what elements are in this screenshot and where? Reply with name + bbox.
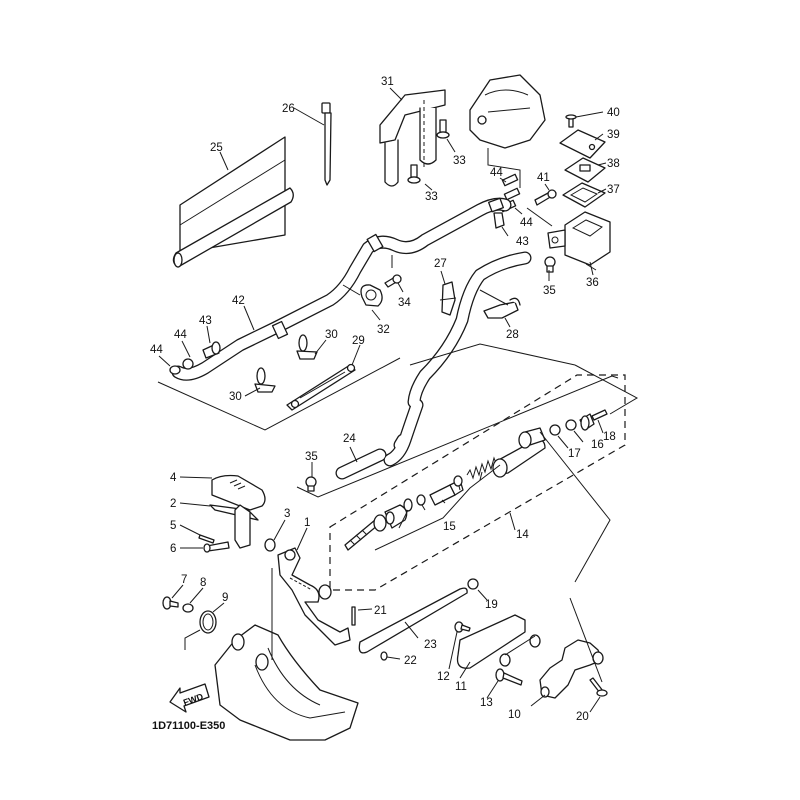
- label-37: 37: [607, 184, 620, 196]
- label-35b: 35: [305, 451, 318, 463]
- mount-casting: [214, 568, 359, 741]
- fwd-arrow: FWD: [169, 683, 210, 713]
- label-24: 24: [343, 433, 356, 445]
- part-41-bolt: [534, 189, 557, 206]
- label-23: 23: [424, 639, 437, 651]
- label-7: 7: [181, 574, 187, 586]
- part-30-clips: [254, 334, 318, 393]
- label-44b: 44: [150, 344, 163, 356]
- part-12-bolt: [454, 621, 471, 633]
- label-28: 28: [506, 329, 519, 341]
- label-3: 3: [284, 508, 290, 520]
- label-25: 25: [210, 142, 223, 154]
- label-34: 34: [398, 297, 411, 309]
- part-10-lever-bracket: [539, 639, 604, 699]
- label-42: 42: [232, 295, 245, 307]
- label-1: 1: [304, 517, 310, 529]
- pedal-assembly: [209, 474, 266, 549]
- label-6: 6: [170, 543, 176, 555]
- label-36: 36: [586, 277, 599, 289]
- label-26: 26: [282, 103, 295, 115]
- part-28-clip: [483, 297, 521, 319]
- part-35-clamps: [305, 256, 556, 492]
- part-33-bolts: [407, 119, 450, 184]
- part-22-washer: [380, 651, 388, 661]
- label-41: 41: [537, 172, 550, 184]
- part-20-bolt: [589, 677, 608, 697]
- part-19-nut: [467, 578, 479, 590]
- label-10: 10: [508, 709, 521, 721]
- label-44a: 44: [174, 329, 187, 341]
- label-21: 21: [374, 605, 387, 617]
- parts-7-8-9: [162, 596, 217, 650]
- label-44d: 44: [520, 217, 533, 229]
- reservoir-assembly: [547, 114, 611, 266]
- part-29-clamp-bar: [286, 363, 356, 411]
- label-20: 20: [576, 711, 589, 723]
- part-21-pin: [351, 606, 356, 626]
- label-39: 39: [607, 129, 620, 141]
- label-31: 31: [381, 76, 394, 88]
- part-labels: 1 2 3 4 5 6 7 8 9 10 11 12 13 14 15 16 1…: [150, 76, 620, 723]
- label-30a: 30: [229, 391, 242, 403]
- part-11-plate: [456, 614, 541, 669]
- part-27-clip: [439, 281, 457, 316]
- label-16: 16: [591, 439, 604, 451]
- label-44c: 44: [490, 167, 503, 179]
- label-38: 38: [607, 158, 620, 170]
- banjo-left: [169, 341, 221, 375]
- part-3-nut: [264, 538, 276, 552]
- part-26-cable-tie: [321, 102, 332, 186]
- part-23-rod: [358, 587, 468, 654]
- label-15: 15: [443, 521, 456, 533]
- label-9: 9: [222, 592, 228, 604]
- label-19: 19: [485, 599, 498, 611]
- label-33b: 33: [453, 155, 466, 167]
- label-29: 29: [352, 335, 365, 347]
- master-cylinder-parts: [344, 409, 608, 551]
- label-17: 17: [568, 448, 581, 460]
- part-25-sheet: [172, 136, 294, 268]
- diagram-code: 1D71100-E350: [152, 720, 225, 732]
- label-4: 4: [170, 472, 177, 484]
- part-1-lever: [277, 547, 351, 646]
- label-35a: 35: [543, 285, 556, 297]
- label-27: 27: [434, 258, 447, 270]
- caliper: [469, 74, 546, 149]
- label-13: 13: [480, 697, 493, 709]
- label-33a: 33: [425, 191, 438, 203]
- label-2: 2: [170, 498, 176, 510]
- label-18: 18: [603, 431, 616, 443]
- label-43b: 43: [516, 236, 529, 248]
- label-22: 22: [404, 655, 417, 667]
- part-13-bolt: [495, 668, 523, 686]
- label-40: 40: [607, 107, 620, 119]
- label-30b: 30: [325, 329, 338, 341]
- assembly-14-box: [329, 374, 626, 591]
- part-31-bracket: [379, 89, 446, 187]
- label-32: 32: [377, 324, 390, 336]
- label-11: 11: [455, 681, 467, 693]
- label-12: 12: [437, 671, 450, 683]
- label-14: 14: [516, 529, 529, 541]
- pins-5-6: [198, 534, 230, 553]
- label-43a: 43: [199, 315, 212, 327]
- label-8: 8: [200, 577, 206, 589]
- part-32-clamp: [360, 274, 402, 307]
- label-5: 5: [170, 520, 176, 532]
